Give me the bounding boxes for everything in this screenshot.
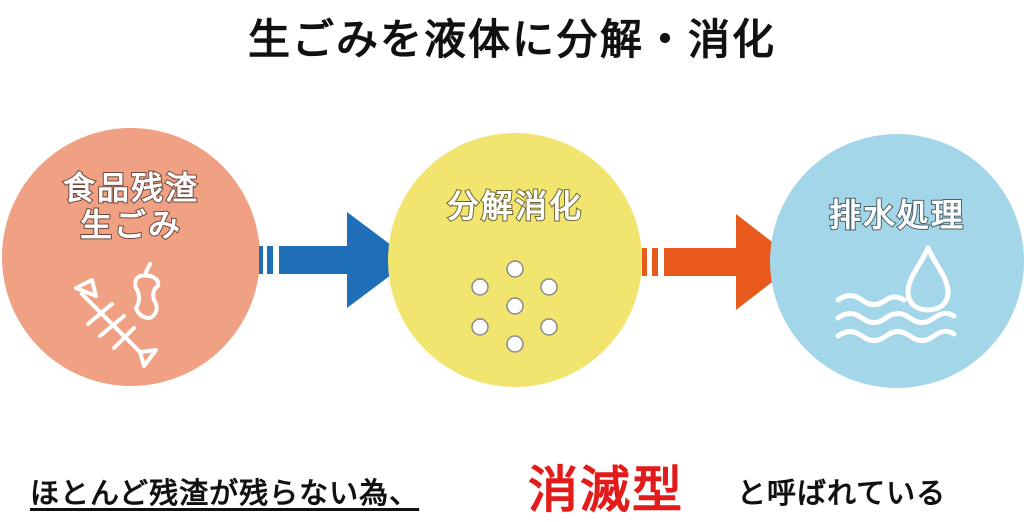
footer-caption: ほとんど残渣が残らない為、 消滅型 と呼ばれている: [0, 448, 1024, 519]
footer-right-text: と呼ばれている: [737, 476, 947, 510]
arrow1-dash-2: [267, 246, 273, 274]
step2-label: 分解消化: [446, 187, 583, 226]
arrow-to-wastewater: [642, 214, 798, 310]
arrow2-head: [736, 214, 798, 310]
arrow2-dash-2: [652, 248, 658, 276]
page-title: 生ごみを液体に分解・消化: [247, 15, 776, 64]
arrow2-dash-1: [642, 248, 647, 276]
arrow-to-digestion: [259, 212, 411, 308]
arrow1-head: [347, 212, 411, 308]
arrow1-dash-1: [259, 246, 263, 274]
step1-label-line2: 生ごみ: [79, 205, 182, 245]
step3-label: 排水処理: [828, 196, 965, 235]
water-drop-waves-icon: [835, 245, 957, 343]
step1-label: 食品残渣 生ごみ: [2, 169, 260, 245]
fish-bone-and-apple-core-icon: [74, 262, 161, 368]
footer-left-text: ほとんど残渣が残らない為、: [30, 476, 420, 510]
step1-label-line1: 食品残渣: [62, 169, 199, 208]
arrow2-body: [664, 248, 736, 276]
arrow1-body: [279, 246, 347, 274]
footer-highlight-text: 消滅型: [528, 461, 684, 519]
step-circle-wastewater: [770, 134, 1024, 388]
bubbles-icon: [471, 260, 558, 353]
